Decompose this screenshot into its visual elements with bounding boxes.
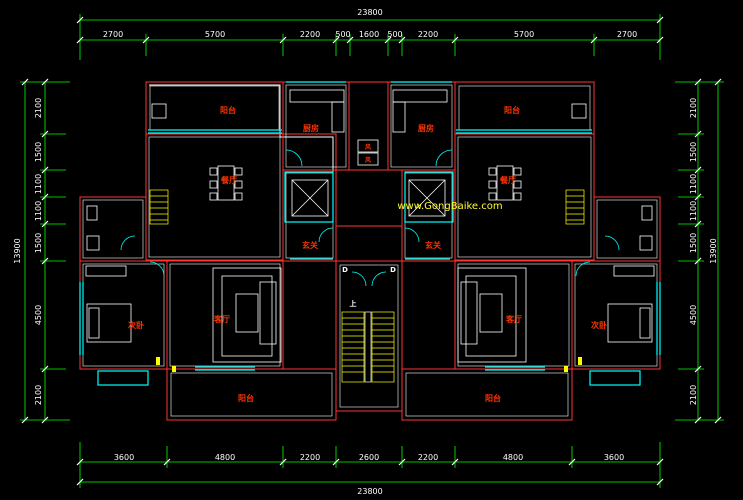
left-dim-2: 1500 [34, 142, 43, 162]
left-dim-4: 1100 [34, 201, 43, 221]
watermark: www.GongBaike.com [397, 201, 502, 212]
top-dim-9: 2700 [617, 30, 637, 39]
right-dim-6: 4500 [689, 305, 698, 325]
top-total-dimension: 23800 [357, 8, 382, 17]
top-dim-1: 2700 [103, 30, 123, 39]
right-dim-2: 1500 [689, 142, 698, 162]
living-sofas [212, 267, 527, 363]
top-dim-3: 2200 [300, 30, 320, 39]
dining-tables [209, 165, 522, 201]
vent-shaft-label-bottom: 风 [365, 156, 371, 164]
vent-shaft-label-top: 风 [365, 143, 371, 151]
bottom-dim-4: 2600 [359, 453, 379, 462]
label-meter-left: D [342, 266, 348, 274]
windows [79, 81, 661, 386]
top-dim-5: 1600 [359, 30, 379, 39]
label-balcony-bottom-left: 阳台 [238, 393, 254, 403]
left-dim-1: 2100 [34, 98, 43, 118]
right-total-dimension: 13900 [709, 238, 718, 263]
right-dim-4: 1100 [689, 201, 698, 221]
left-dim-5: 1500 [34, 233, 43, 253]
label-balcony-bottom-right: 阳台 [485, 393, 501, 403]
top-dim-4: 500 [335, 30, 350, 39]
right-dimension-chain [675, 81, 724, 421]
label-living-left: 客厅 [213, 314, 230, 324]
label-living-right: 客厅 [505, 314, 522, 324]
left-total-dimension: 13900 [13, 238, 22, 263]
door-swings [120, 149, 620, 287]
bottom-total-dimension: 23800 [357, 487, 382, 496]
label-entry-left: 玄关 [302, 240, 318, 250]
staircase [149, 189, 585, 383]
label-bedroom-left: 次卧 [128, 320, 144, 330]
right-dim-7: 2100 [689, 385, 698, 405]
right-dim-3: 1100 [689, 174, 698, 194]
label-balcony-top-left: 阳台 [220, 105, 236, 115]
right-dim-5: 1500 [689, 233, 698, 253]
bottom-dim-5: 2200 [418, 453, 438, 462]
bottom-dim-1: 3600 [114, 453, 134, 462]
bottom-dim-6: 4800 [503, 453, 523, 462]
label-dining-left: 餐厅 [220, 175, 237, 185]
walls [79, 81, 661, 421]
label-entry-right: 玄关 [425, 240, 441, 250]
label-dining-right: 餐厅 [499, 175, 516, 185]
bottom-dim-2: 4800 [215, 453, 235, 462]
elevator-shafts [291, 179, 446, 217]
label-stair-up: 上 [350, 299, 357, 308]
label-meter-right: D [390, 266, 396, 274]
left-dim-7: 2100 [34, 385, 43, 405]
label-balcony-top-right: 阳台 [504, 105, 520, 115]
bathroom-fixtures [86, 103, 653, 251]
vent-shaft [357, 139, 379, 166]
bottom-dimension-chain [79, 442, 661, 488]
beds [85, 265, 655, 343]
column-markers [156, 357, 582, 372]
kitchen-counters [289, 89, 448, 133]
label-bedroom-right: 次卧 [591, 320, 607, 330]
top-dim-2: 5700 [205, 30, 225, 39]
bottom-dim-3: 2200 [300, 453, 320, 462]
right-dim-1: 2100 [689, 98, 698, 118]
top-dimension-chain [79, 14, 661, 60]
top-dim-6: 500 [387, 30, 402, 39]
top-dim-7: 2200 [418, 30, 438, 39]
label-kitchen-left: 厨房 [303, 123, 319, 133]
top-dim-8: 5700 [514, 30, 534, 39]
left-dim-6: 4500 [34, 305, 43, 325]
bottom-dim-7: 3600 [604, 453, 624, 462]
label-kitchen-right: 厨房 [418, 123, 434, 133]
left-dim-3: 1100 [34, 174, 43, 194]
